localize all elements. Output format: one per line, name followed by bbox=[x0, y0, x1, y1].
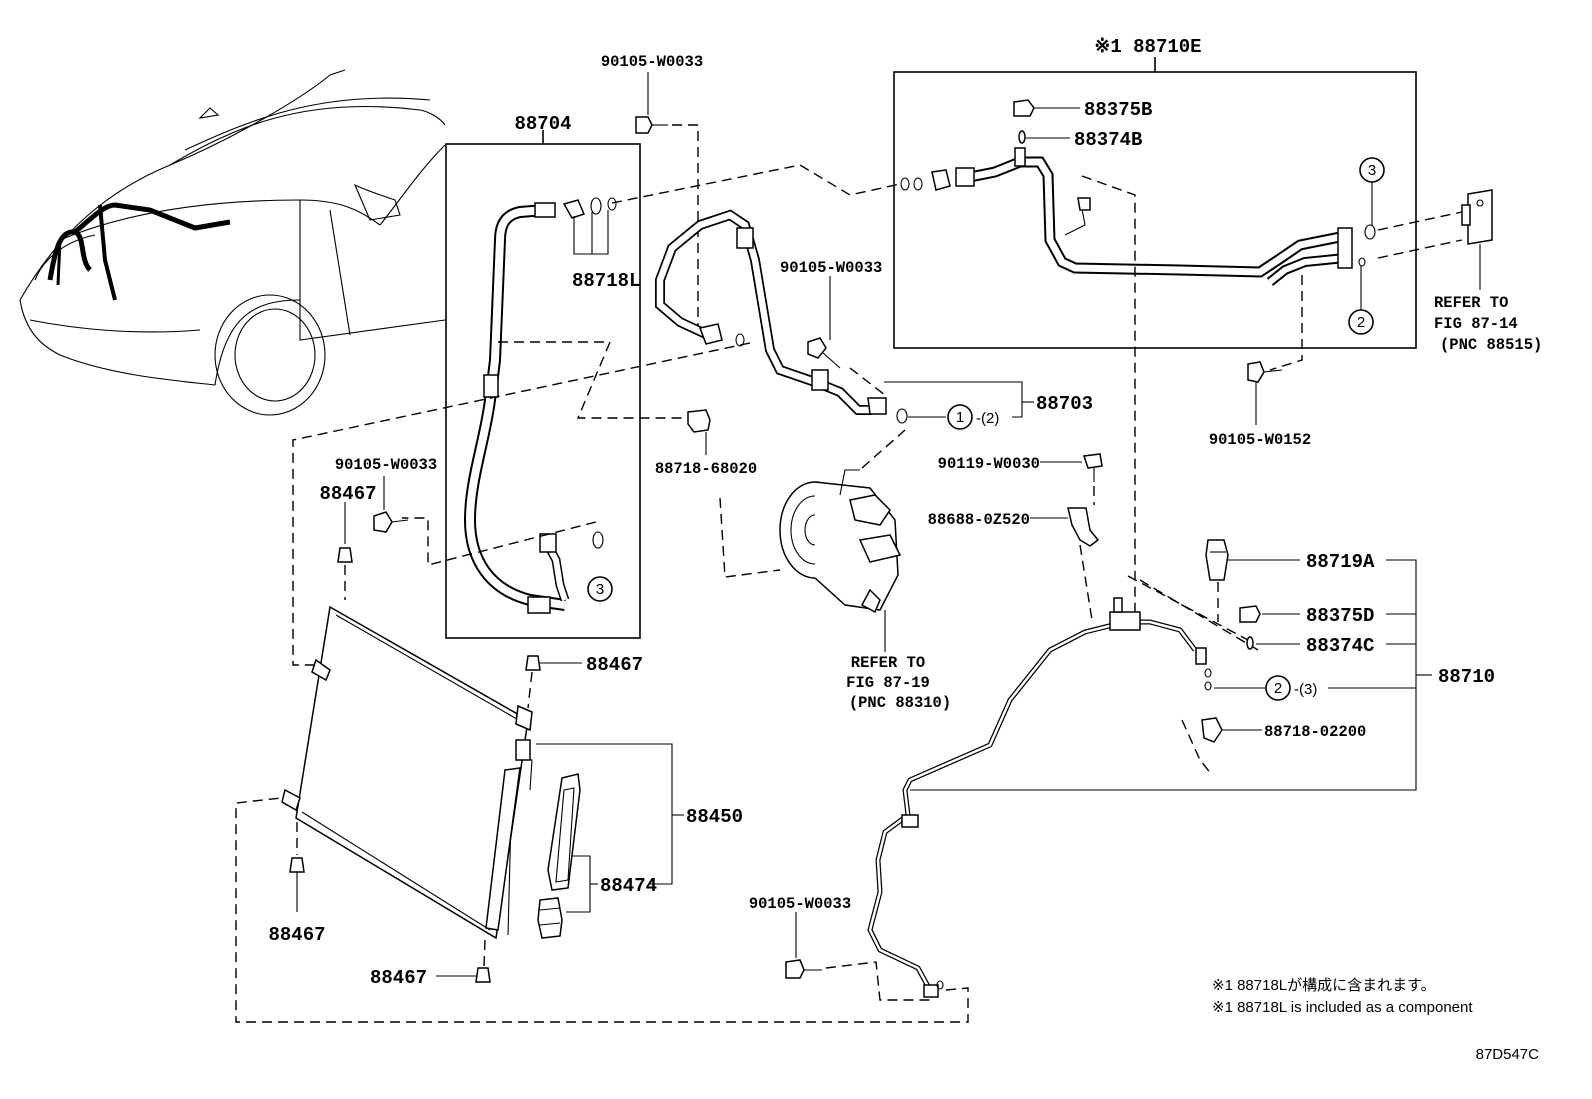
svg-text:3: 3 bbox=[1368, 162, 1376, 179]
hose-88703 bbox=[655, 209, 908, 424]
valve-core-88374C bbox=[1246, 636, 1254, 650]
bracket-88718-02200 bbox=[1201, 717, 1223, 743]
callout-2-lower-qty: -(3) bbox=[1294, 681, 1317, 698]
cap-88375B bbox=[1013, 99, 1035, 117]
label-88718-68020: 88718-68020 bbox=[655, 460, 757, 478]
bushing-88467-c bbox=[289, 857, 305, 873]
refer-87-19-line3: (PNC 88310) bbox=[849, 694, 951, 712]
label-90105-top: 90105-W0033 bbox=[601, 53, 703, 71]
refer-87-14-line1: REFER TO bbox=[1434, 294, 1508, 312]
label-88719A: 88719A bbox=[1306, 551, 1375, 573]
label-90105-W0152: 90105-W0152 bbox=[1209, 431, 1311, 449]
footnote-en: ※1 88718L is included as a component bbox=[1212, 999, 1473, 1016]
label-90105-left: 90105-W0033 bbox=[335, 456, 437, 474]
callout-1-qty: -(2) bbox=[976, 410, 999, 427]
clip-88718L bbox=[562, 197, 617, 219]
refer-87-14-line2: FIG 87-14 bbox=[1434, 315, 1518, 333]
callout-2-lower bbox=[1265, 675, 1291, 701]
label-88375B: 88375B bbox=[1084, 99, 1152, 121]
svg-text:2: 2 bbox=[1274, 680, 1282, 697]
label-90119-W0030: 90119-W0030 bbox=[938, 455, 1040, 473]
label-88688-0Z520: 88688-0Z520 bbox=[928, 511, 1030, 529]
tube-88710E-box bbox=[893, 71, 1417, 349]
label-88703: 88703 bbox=[1036, 393, 1093, 415]
bolt-90105-mid bbox=[807, 337, 841, 369]
callout-3-hose bbox=[587, 576, 613, 602]
label-88467-d: 88467 bbox=[370, 967, 427, 989]
bushing-88467-a bbox=[337, 547, 353, 563]
bushing-88467-d bbox=[475, 967, 491, 983]
label-88474: 88474 bbox=[600, 875, 657, 897]
label-88374C: 88374C bbox=[1306, 635, 1374, 657]
label-88710: 88710 bbox=[1438, 666, 1495, 688]
bolt-90119-W0030 bbox=[1082, 453, 1103, 482]
o-ring-hose bbox=[592, 531, 604, 549]
expansion-valve bbox=[1461, 189, 1493, 245]
tube-88710 bbox=[867, 597, 1207, 998]
label-88467-b: 88467 bbox=[586, 654, 643, 676]
tube-88710E bbox=[900, 147, 1353, 286]
label-88718-02200: 88718-02200 bbox=[1264, 723, 1366, 741]
svg-text:1: 1 bbox=[956, 409, 964, 426]
car-illustration bbox=[19, 69, 446, 416]
refer-87-19-line2: FIG 87-19 bbox=[846, 674, 930, 692]
clamp-88688-0Z520 bbox=[1067, 507, 1100, 547]
label-90105-mid: 90105-W0033 bbox=[780, 259, 882, 277]
callout-1 bbox=[947, 404, 973, 430]
compressor bbox=[779, 469, 902, 614]
valve-core-88374B bbox=[1018, 130, 1026, 144]
svg-text:3: 3 bbox=[596, 581, 604, 598]
footnote-jp: ※1 88718Lが構成に含まれます。 bbox=[1212, 977, 1436, 994]
svg-text:2: 2 bbox=[1357, 314, 1365, 331]
label-88710E: ※1 88710E bbox=[1094, 36, 1201, 58]
label-88718L: 88718L bbox=[572, 270, 640, 292]
cap-88375D bbox=[1239, 605, 1261, 623]
refer-87-19-line1: REFER TO bbox=[851, 654, 925, 672]
car-ac-lines-highlight bbox=[47, 202, 231, 301]
hose-88704 bbox=[463, 202, 570, 614]
bolt-90105-left bbox=[373, 511, 409, 533]
bracket-88718-68020 bbox=[687, 409, 711, 433]
label-88467-c: 88467 bbox=[268, 924, 325, 946]
label-88704: 88704 bbox=[514, 113, 571, 135]
figure-id: 87D547C bbox=[1476, 1046, 1540, 1063]
label-88374B: 88374B bbox=[1074, 129, 1142, 151]
refer-87-14-line3: (PNC 88515) bbox=[1440, 336, 1542, 354]
label-90105-bottom: 90105-W0033 bbox=[749, 895, 851, 913]
bolt-90105-top bbox=[635, 116, 668, 134]
switch-88719A bbox=[1205, 539, 1229, 581]
label-88450: 88450 bbox=[686, 806, 743, 828]
condenser-88450 bbox=[281, 605, 533, 940]
label-88375D: 88375D bbox=[1306, 605, 1374, 627]
label-88467-a: 88467 bbox=[319, 483, 376, 505]
bushing-88467-b bbox=[525, 655, 541, 671]
filter-88474 bbox=[537, 773, 581, 939]
bolt-90105-W0152 bbox=[1247, 361, 1283, 383]
bolt-90105-bottom bbox=[785, 959, 822, 979]
